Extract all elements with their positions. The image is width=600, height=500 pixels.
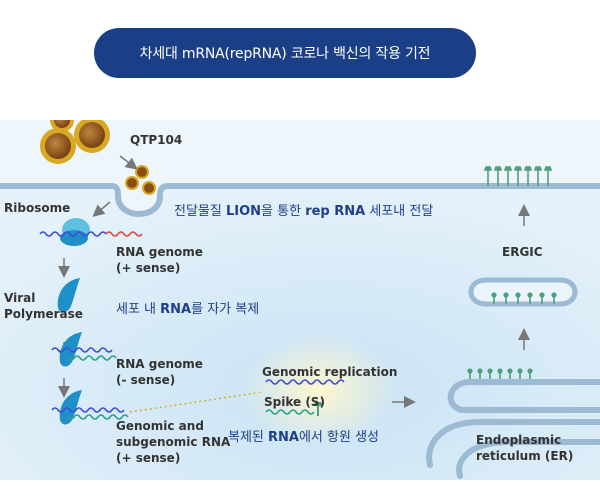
label-line: (+ sense) bbox=[116, 261, 181, 275]
rna-subgenomic-strand bbox=[67, 414, 129, 420]
endocytosed-particles-icon bbox=[125, 165, 156, 195]
caption-antigen: 복제된 RNA에서 항원 생성 bbox=[228, 430, 379, 446]
diagram-canvas bbox=[0, 120, 600, 480]
rna-template-strand bbox=[51, 347, 113, 353]
ergic-vesicle bbox=[468, 277, 578, 307]
label-line: (+ sense) bbox=[116, 451, 181, 465]
label-line: subgenomic RNA bbox=[116, 435, 231, 449]
er-spike-proteins bbox=[467, 368, 533, 379]
label-line: RNA genome bbox=[116, 245, 203, 259]
rna-genome-plus-strand bbox=[39, 231, 107, 237]
rna-red-segment bbox=[105, 231, 143, 237]
caption-text: 복제된 bbox=[228, 430, 269, 445]
replication-glow bbox=[242, 334, 398, 446]
caption-highlight: RNA bbox=[268, 430, 299, 445]
dotted-connector bbox=[129, 391, 263, 413]
caption-text: 을 통한 bbox=[261, 204, 306, 219]
spike-protein-icon bbox=[313, 402, 323, 416]
caption-highlight: rep RNA bbox=[305, 204, 366, 219]
cell-membrane bbox=[0, 183, 600, 217]
spike-rna-strand bbox=[265, 409, 315, 415]
label-qtp104: QTP104 bbox=[130, 133, 183, 147]
rna-genomic-strand bbox=[51, 407, 125, 413]
label-line: RNA genome bbox=[116, 357, 203, 371]
label-genomic-replication: Genomic replication bbox=[262, 365, 398, 379]
surface-spike-proteins bbox=[483, 166, 553, 186]
label-rna-genome-minus: RNA genome (- sense) bbox=[116, 356, 203, 388]
cell-body bbox=[0, 186, 600, 480]
label-line: (- sense) bbox=[116, 373, 176, 387]
label-spike: Spike (S) bbox=[264, 395, 325, 409]
label-genomic-subgenomic: Genomic and subgenomic RNA (+ sense) bbox=[116, 418, 230, 466]
page-title: 차세대 mRNA(repRNA) 코로나 백신의 작용 기전 bbox=[139, 46, 431, 62]
polymerase-icon bbox=[59, 332, 82, 367]
caption-text: 세포내 전달 bbox=[365, 204, 434, 219]
arrow-icon bbox=[119, 155, 138, 170]
label-line: Polymerase bbox=[4, 307, 83, 321]
label-line: Viral bbox=[4, 291, 36, 305]
label-line: Genomic and bbox=[116, 419, 204, 433]
er-membrane bbox=[426, 379, 600, 479]
label-ribosome: Ribosome bbox=[4, 201, 71, 215]
arrow-icon bbox=[92, 201, 111, 217]
caption-text: 를 자가 복제 bbox=[191, 302, 260, 317]
lipid-nanoparticle-icon bbox=[40, 120, 110, 164]
mechanism-diagram: QTP104 Ribosome 전달물질 LION을 통한 rep RNA 세포… bbox=[0, 120, 600, 480]
caption-highlight: RNA bbox=[160, 302, 192, 317]
label-er: Endoplasmic reticulum (ER) bbox=[476, 432, 573, 464]
caption-highlight: LION bbox=[225, 204, 262, 219]
caption-delivery: 전달물질 LION을 통한 rep RNA 세포내 전달 bbox=[174, 204, 433, 220]
label-line: Endoplasmic bbox=[476, 433, 562, 447]
caption-text: 세포 내 bbox=[116, 302, 161, 317]
title-banner: 차세대 mRNA(repRNA) 코로나 백신의 작용 기전 bbox=[94, 28, 476, 78]
label-rna-genome-plus: RNA genome (+ sense) bbox=[116, 244, 203, 276]
caption-text: 전달물질 bbox=[174, 204, 226, 219]
label-line: reticulum (ER) bbox=[476, 449, 574, 463]
label-ergic: ERGIC bbox=[502, 245, 543, 259]
polymerase-icon bbox=[59, 390, 82, 425]
genomic-replication-strand bbox=[265, 379, 345, 385]
label-viral-polymerase: Viral Polymerase bbox=[4, 290, 83, 322]
polymerase-icon bbox=[57, 278, 80, 313]
rna-genome-minus-strand bbox=[67, 355, 117, 361]
caption-replication: 세포 내 RNA를 자가 복제 bbox=[116, 302, 259, 318]
caption-text: 에서 항원 생성 bbox=[298, 430, 379, 445]
